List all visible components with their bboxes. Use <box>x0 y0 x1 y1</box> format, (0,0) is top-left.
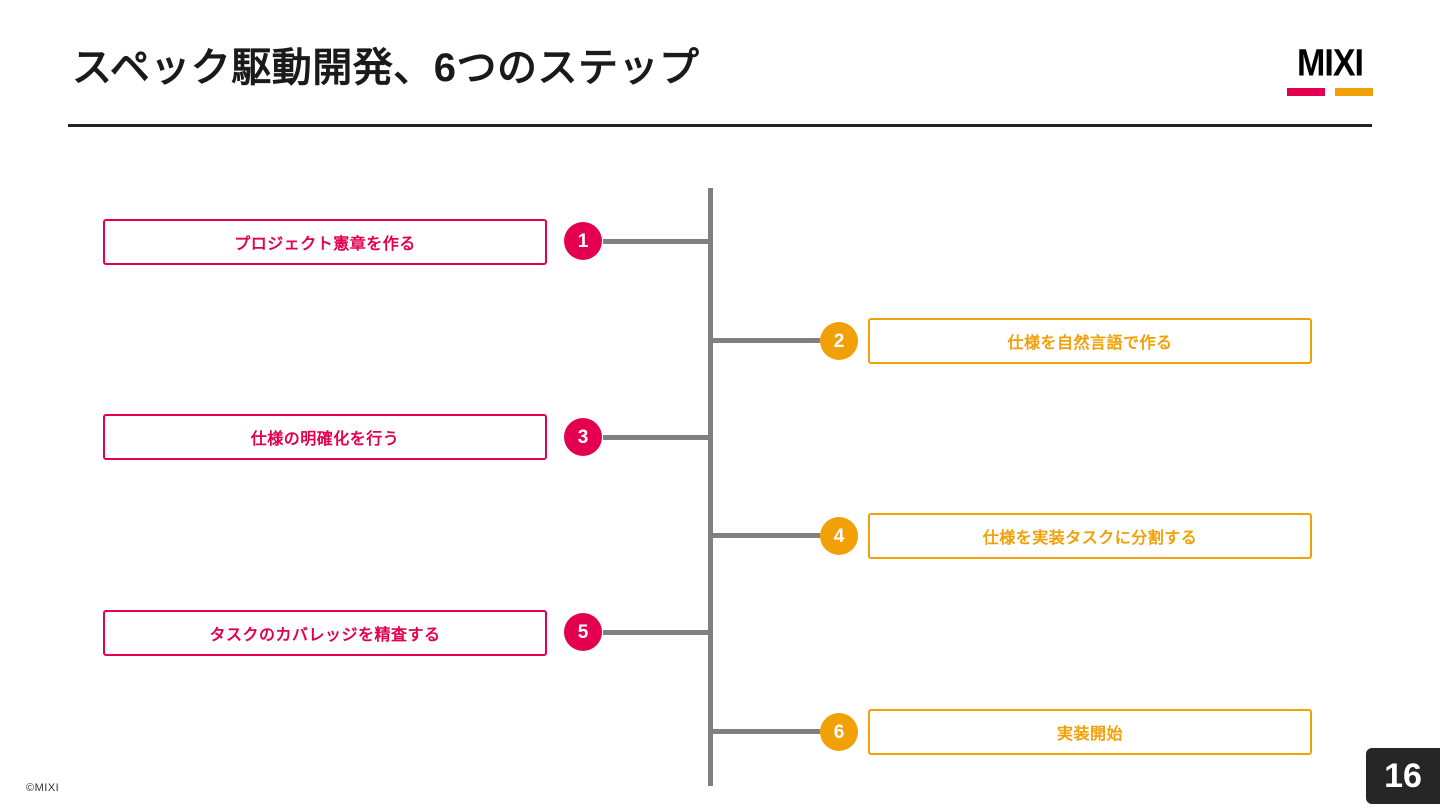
connector-step-4 <box>710 533 820 538</box>
step-badge-1[interactable]: 1 <box>564 222 602 260</box>
connector-step-3 <box>603 435 710 440</box>
connector-step-1 <box>603 239 710 244</box>
mixi-logo-bar-pink <box>1287 88 1325 96</box>
step-box-2[interactable]: 仕様を自然言語で作る <box>868 318 1312 364</box>
step-box-4[interactable]: 仕様を実装タスクに分割する <box>868 513 1312 559</box>
step-badge-4[interactable]: 4 <box>820 517 858 555</box>
step-box-6[interactable]: 実装開始 <box>868 709 1312 755</box>
step-box-5[interactable]: タスクのカバレッジを精査する <box>103 610 547 656</box>
connector-step-2 <box>710 338 820 343</box>
connector-step-6 <box>710 729 820 734</box>
step-label-2: 仕様を自然言語で作る <box>1007 335 1173 352</box>
page-number-badge: 16 <box>1366 748 1440 804</box>
step-number-4: 4 <box>833 525 845 547</box>
step-number-3: 3 <box>577 426 589 448</box>
copyright-text: ©MIXI <box>26 782 60 794</box>
step-label-5: タスクのカバレッジを精査する <box>209 627 441 644</box>
step-badge-6[interactable]: 6 <box>820 713 858 751</box>
step-number-2: 2 <box>833 330 845 352</box>
step-number-1: 1 <box>577 230 589 252</box>
step-label-4: 仕様を実装タスクに分割する <box>982 530 1198 547</box>
mixi-logo: MIXI <box>1276 44 1384 98</box>
step-box-1[interactable]: プロジェクト憲章を作る <box>103 219 547 265</box>
step-number-5: 5 <box>577 621 589 643</box>
step-box-3[interactable]: 仕様の明確化を行う <box>103 414 547 460</box>
step-badge-5[interactable]: 5 <box>564 613 602 651</box>
step-label-6: 実装開始 <box>1056 726 1123 743</box>
mixi-logo-bar-amber <box>1335 88 1373 96</box>
step-label-1: プロジェクト憲章を作る <box>234 236 416 253</box>
connector-step-5 <box>603 630 710 635</box>
title-divider <box>68 124 1372 127</box>
mixi-wordmark: MIXI <box>1297 41 1364 85</box>
step-badge-2[interactable]: 2 <box>820 322 858 360</box>
step-badge-3[interactable]: 3 <box>564 418 602 456</box>
mixi-logo-bars <box>1276 88 1384 96</box>
step-label-3: 仕様の明確化を行う <box>250 431 400 448</box>
timeline-axis <box>708 188 713 786</box>
step-number-6: 6 <box>833 721 845 743</box>
page-title: スペック駆動開発、6つのステップ <box>72 46 700 90</box>
